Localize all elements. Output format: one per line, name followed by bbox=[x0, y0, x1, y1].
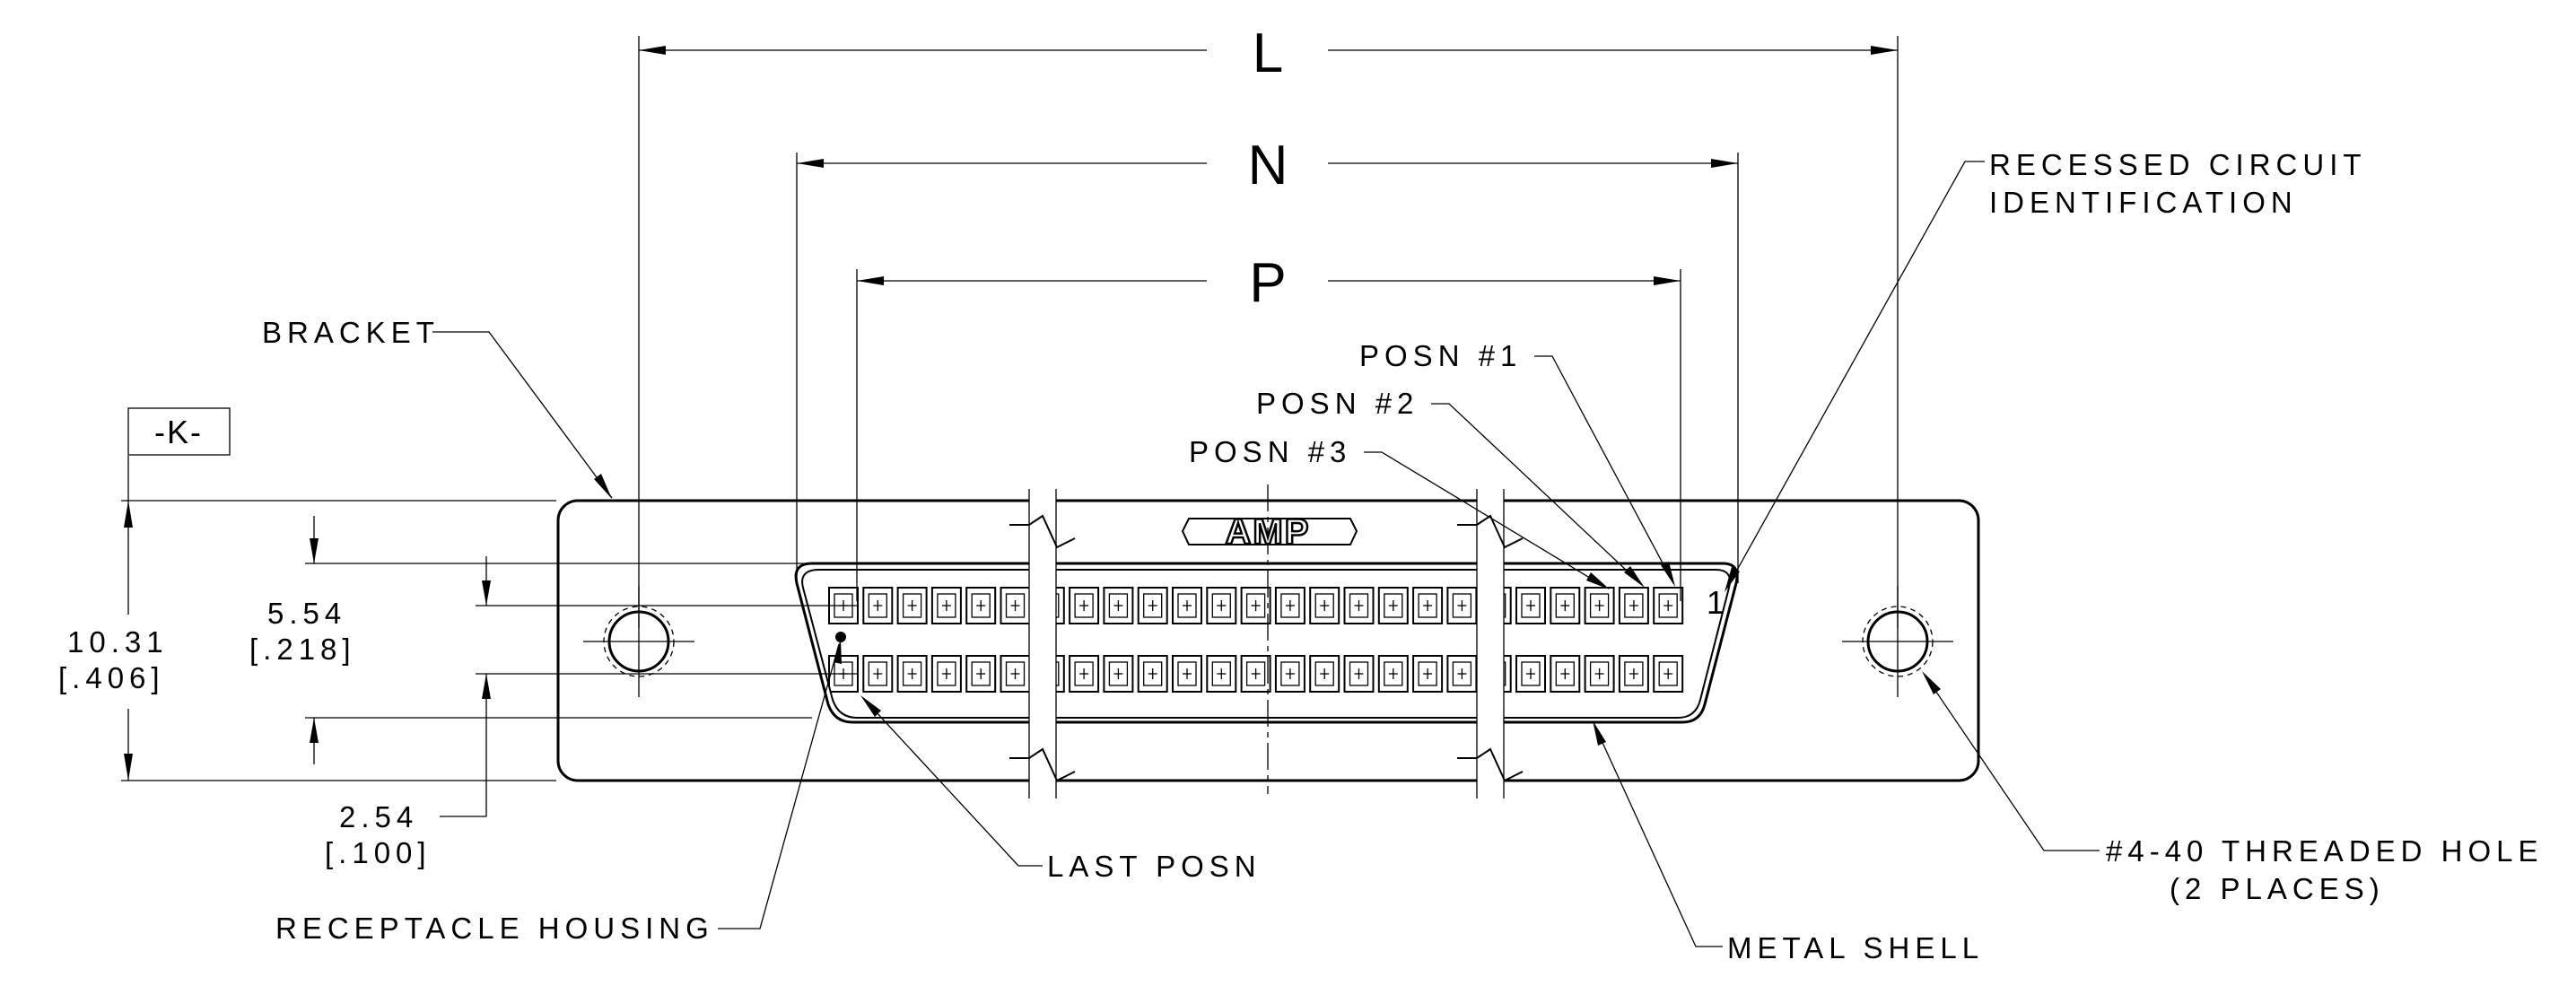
contact-cavity bbox=[1309, 587, 1340, 624]
contact-cavity bbox=[1069, 587, 1100, 624]
contact-cavity bbox=[1377, 655, 1409, 693]
contact-cavity bbox=[1309, 655, 1340, 693]
callout-posn2: POSN #2 bbox=[1256, 387, 1645, 588]
svg-text:10.31: 10.31 bbox=[67, 625, 169, 659]
callout-bracket: BRACKET bbox=[262, 316, 613, 499]
contact-cavity bbox=[1377, 587, 1409, 624]
svg-text:IDENTIFICATION: IDENTIFICATION bbox=[1989, 186, 2298, 219]
callout-threaded-hole: #4-40 THREADED HOLE (2 PLACES) bbox=[1922, 671, 2544, 905]
contact-cavity bbox=[1446, 587, 1478, 624]
contact-cavity bbox=[965, 655, 997, 693]
svg-text:RECESSED CIRCUIT: RECESSED CIRCUIT bbox=[1989, 148, 2367, 181]
contact-cavity bbox=[1618, 655, 1649, 693]
callout-receptacle-housing: RECEPTACLE HOUSING bbox=[275, 639, 842, 945]
contact-cavity bbox=[1103, 587, 1134, 624]
contact-cavity bbox=[965, 587, 997, 624]
dimension-pitch: 2.54 [.100] bbox=[325, 556, 857, 869]
contact-cavity bbox=[930, 655, 962, 693]
dimension-n: N bbox=[796, 135, 1739, 583]
contact-cavity bbox=[1618, 587, 1649, 624]
svg-text:BRACKET: BRACKET bbox=[262, 316, 440, 349]
polarization-dot bbox=[835, 632, 846, 642]
contact-rows bbox=[828, 587, 1684, 693]
svg-text:POSN #3: POSN #3 bbox=[1189, 435, 1351, 468]
contact-cavity bbox=[1412, 655, 1444, 693]
contact-cavity bbox=[1515, 587, 1546, 624]
contact-cavity bbox=[1343, 587, 1375, 624]
svg-text:5.54: 5.54 bbox=[267, 597, 346, 630]
contact-cavity bbox=[1653, 587, 1684, 624]
dimension-p: P bbox=[856, 252, 1681, 601]
contact-cavity bbox=[1000, 587, 1031, 624]
svg-text:-K-: -K- bbox=[154, 414, 203, 450]
svg-text:(2 PLACES): (2 PLACES) bbox=[2170, 872, 2385, 905]
contact-cavity bbox=[1240, 587, 1271, 624]
svg-text:2.54: 2.54 bbox=[339, 800, 418, 833]
contact-cavity bbox=[1206, 587, 1237, 624]
contact-cavity bbox=[1137, 655, 1168, 693]
callout-posn1: POSN #1 bbox=[1359, 339, 1675, 587]
contact-cavity bbox=[1000, 655, 1031, 693]
callout-metal-shell: METAL SHELL bbox=[1593, 720, 1984, 964]
svg-text:P: P bbox=[1249, 252, 1286, 314]
svg-text:RECEPTACLE HOUSING: RECEPTACLE HOUSING bbox=[275, 912, 714, 945]
break-line-right bbox=[1457, 489, 1524, 798]
contact-cavity bbox=[1653, 655, 1684, 693]
contact-cavity bbox=[1274, 587, 1305, 624]
contact-cavity bbox=[1446, 655, 1478, 693]
svg-text:AMP: AMP bbox=[1226, 512, 1311, 552]
contact-cavity bbox=[1412, 587, 1444, 624]
contact-cavity bbox=[1172, 655, 1202, 693]
contact-cavity bbox=[862, 655, 894, 693]
svg-text:METAL SHELL: METAL SHELL bbox=[1727, 931, 1984, 964]
svg-text:[.218]: [.218] bbox=[249, 633, 356, 666]
position-1-marker: 1 bbox=[1707, 584, 1725, 621]
contact-cavity bbox=[896, 655, 928, 693]
contact-cavity bbox=[862, 587, 894, 624]
svg-text:POSN #2: POSN #2 bbox=[1256, 387, 1419, 420]
break-line-left bbox=[1009, 489, 1076, 798]
contact-cavity bbox=[1103, 655, 1134, 693]
contact-cavity bbox=[896, 587, 928, 624]
svg-text:[.406]: [.406] bbox=[58, 661, 165, 694]
svg-text:N: N bbox=[1248, 135, 1288, 196]
contact-cavity bbox=[1584, 587, 1615, 624]
svg-text:L: L bbox=[1253, 22, 1283, 84]
receptacle-housing-outline bbox=[801, 569, 1731, 719]
svg-text:LAST POSN: LAST POSN bbox=[1047, 850, 1262, 883]
contact-cavity bbox=[930, 587, 962, 624]
dimension-l: L bbox=[638, 22, 1899, 628]
callout-recessed-circuit: RECESSED CIRCUIT IDENTIFICATION bbox=[1725, 148, 2367, 592]
contact-cavity bbox=[1137, 587, 1168, 624]
svg-text:[.100]: [.100] bbox=[325, 836, 432, 869]
contact-cavity bbox=[1172, 587, 1202, 624]
callout-posn3: POSN #3 bbox=[1189, 435, 1610, 589]
contact-cavity bbox=[1584, 655, 1615, 693]
callout-last-posn: LAST POSN bbox=[860, 695, 1262, 883]
contact-cavity bbox=[1343, 655, 1375, 693]
datum-k: -K- bbox=[127, 407, 231, 456]
contact-cavity bbox=[1550, 587, 1581, 624]
contact-cavity bbox=[1206, 655, 1237, 693]
contact-cavity bbox=[1274, 655, 1305, 693]
contact-cavity bbox=[1550, 655, 1581, 693]
contact-cavity bbox=[1240, 655, 1271, 693]
dimension-height: 10.31 [.406] bbox=[58, 456, 556, 781]
contact-cavity bbox=[1515, 655, 1546, 693]
contact-cavity bbox=[1069, 655, 1100, 693]
dimension-row-offset: 5.54 [.218] bbox=[249, 516, 812, 764]
svg-text:POSN #1: POSN #1 bbox=[1359, 339, 1522, 372]
amp-logo: AMP bbox=[1181, 511, 1358, 553]
svg-text:#4-40 THREADED HOLE: #4-40 THREADED HOLE bbox=[2106, 834, 2544, 868]
